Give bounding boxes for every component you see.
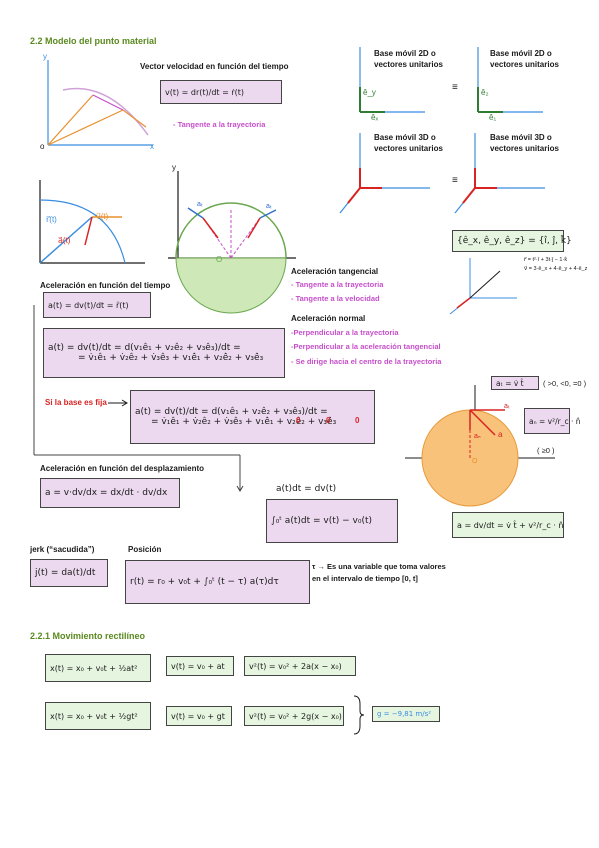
circle-y-label: y [172,163,176,172]
mini-eq-2: v⃗ = 3·ê_x + 4·ê_y + 4·ê_z [524,266,588,272]
an-label-circle: aₙ [474,433,481,440]
fixed-base-arrow [108,399,128,407]
fixed-line1: a(t) = dv(t)/dt = d(v₁ê₁ + v₂ê₂ + v₃ê₃)/… [135,407,328,417]
a-total-box: a = dv/dt = v̇ t̂ + v²/r_c · n̂ [452,512,564,538]
rect-eq-2: v(t) = v₀ + at [166,656,234,676]
zero-mark-3: 0 [355,416,360,425]
e-2-label: ê₂ [481,88,489,97]
fixed-base-label: Si la base es fija [45,398,107,407]
at-label-right: aₜ [266,203,272,210]
x-axis-label: x [150,142,154,151]
base-2d-left-axes [359,47,425,113]
equiv-2d: ≡ [452,82,458,93]
zero-mark-1: 0 [296,416,301,425]
base-3d-right-axes [454,133,545,214]
velocity-tangent-note: - Tangente a la trayectoria [173,120,266,129]
accel-time-title: Aceleración en función del tiempo [40,281,171,290]
accel-expanded-line1: a(t) = dv(t)/dt = d(v₁ê₁ + v₂ê₂ + v₃ê₃)/… [48,343,241,353]
e-1-label: ê₁ [489,113,497,122]
rect-eq-5: v(t) = v₀ + gt [166,706,232,726]
normal-item-1: -Perpendicular a la trayectoria [291,328,399,337]
rect-eq-1: x(t) = x₀ + v₀t + ½at² [45,654,151,682]
an-formula-box: aₙ = v²/r_c · n̂ [524,408,580,434]
brace [353,695,365,735]
circle-trajectory-diagram [405,385,555,507]
base-3d-right-label: Base móvil 3D o vectores unitarios [490,133,559,153]
base-2d-right-label: Base móvil 2D o vectores unitarios [490,49,559,69]
tangential-title: Aceleración tangencial [291,267,379,276]
fixed-line2: = v̇₁ê₁ + v̇₂ê₂ + v̇₃ê₃ + v₁ê̇₁ + v₂ê̇₂ … [151,417,337,427]
g-value-box: g = −9,81 m/s² [372,706,440,722]
base-2d-right-axes [477,47,543,113]
velocity-title: Vector velocidad en función del tiempo [140,62,289,71]
jerk-formula: j(t) = da(t)/dt [30,559,108,587]
v-vector-label: v⃗(t) [96,212,109,221]
section-title: 2.2 Modelo del punto material [30,36,157,46]
rectilinear-title: 2.2.1 Movimiento rectilíneo [30,631,146,641]
normal-title: Aceleración normal [291,314,366,323]
velocity-formula: v(t) = dr(t)/dt = ṙ(t) [160,80,282,104]
fixed-base-box: a(t) = dv(t)/dt = d(v₁ê₁ + v₂ê₂ + v₃ê₃)/… [130,390,375,444]
base-2d-left-label: Base móvil 2D o vectores unitarios [374,49,443,69]
a-label-circle: a [498,430,503,439]
e-y-label-left: ê_y [363,88,376,97]
connector-lines [33,305,244,492]
zero-mark-2: 0 [326,416,331,425]
tangential-item-2: - Tangente a la velocidad [291,294,380,303]
e-x-label-left: êₓ [371,113,379,122]
accel-disp-title: Aceleración en función del desplazamient… [40,464,205,473]
r-vector-label: r⃗(t) [46,215,57,224]
rect-eq-6: v²(t) = v₀² + 2g(x − x₀) [244,706,344,726]
tau-note: τ → Es una variable que toma valores en … [312,562,446,583]
normal-item-3: - Se dirige hacia el centro de la trayec… [291,357,442,366]
origin-label: o [40,142,45,151]
normal-item-2: -Perpendicular a la aceleración tangenci… [291,342,441,351]
rect-eq-4: x(t) = x₀ + v₀t + ½gt² [45,702,151,730]
trajectory-diagram [47,60,153,146]
rect-eq-3: v²(t) = v₀² + 2a(x − x₀) [244,656,356,676]
circle-center-label: O [216,255,223,264]
accel-disp-formula: a = v·dv/dx = dx/dt · dv/dx [40,478,180,508]
tangential-item-1: - Tangente a la trayectoria [291,280,384,289]
y-axis-label: y [43,52,47,61]
accel-expanded-box: a(t) = dv(t)/dt = d(v₁ê₁ + v₂ê₂ + v₃ê₃)/… [43,328,285,378]
position-title: Posición [128,545,162,554]
integral-line1: a(t)dt = dv(t) [276,484,337,494]
a-vector-label: a⃗(t) [58,236,71,245]
jerk-title: jerk (“sacudida”) [30,545,95,554]
accel-time-formula: a(t) = dv(t)/dt = r̈(t) [43,292,151,318]
circle-decomposition-diagram [168,171,296,314]
at-label-left: aₜ [197,201,203,208]
mini-3d-plot [449,258,517,315]
accel-expanded-line2: = v̇₁ê₁ + v̇₂ê₂ + v̇₃ê₃ + v₁ê̇₁ + v₂ê̇₂ … [78,353,264,363]
base-3d-left-label: Base móvil 3D o vectores unitarios [374,133,443,153]
an-condition: ( ≥0 ) [537,446,555,455]
position-formula: r(t) = r₀ + v₀t + ∫₀ᵗ (t − τ) a(τ)dτ [125,560,310,604]
integral-box: ∫₀ᵗ a(t)dt = v(t) − v₀(t) [266,499,398,543]
at-formula-box: aₜ = v̇ t̂ [491,376,539,390]
origin-circle-label: O [472,458,478,465]
base-3d-left-axes [339,133,430,214]
rva-diagram [39,180,145,264]
at-label-circle: aₜ [504,403,510,410]
mini-eq-1: r⃗ = t²·î + 3t·ĵ − 1·k̂ [524,257,568,263]
equiv-3d: ≡ [452,175,458,186]
basis-box: {ê_x, ê_y, ê_z} = {î, ĵ, k̂} [452,230,572,252]
at-condition: ( >0, <0, =0 ) [543,379,587,388]
